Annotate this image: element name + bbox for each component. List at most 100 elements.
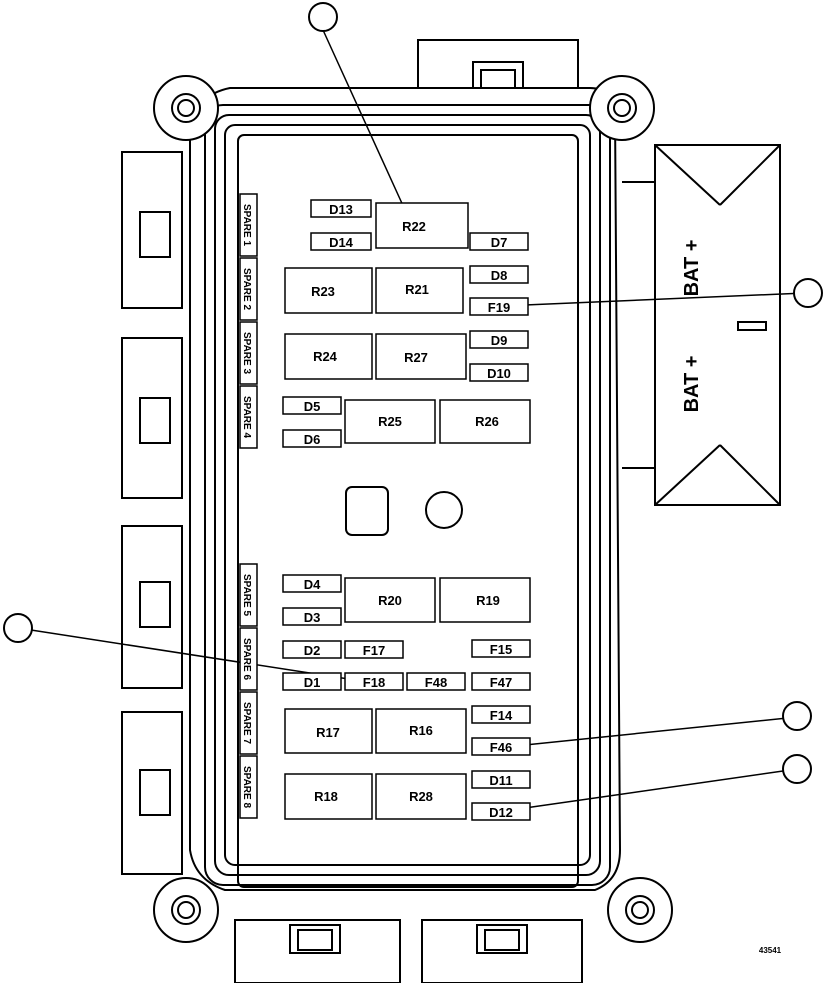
- r23-label: R23: [311, 284, 335, 299]
- r21-label: R21: [405, 282, 429, 297]
- spare-8-label: SPARE 8: [241, 766, 252, 808]
- left-connectors: [121, 151, 183, 875]
- r19-label: R19: [476, 593, 500, 608]
- diode-d11: [471, 770, 531, 789]
- d13-label: D13: [329, 202, 353, 217]
- r20-label: R20: [378, 593, 402, 608]
- spare-slot-2: SPARE 2: [239, 257, 258, 321]
- spare-5-label: SPARE 5: [241, 574, 252, 616]
- diode-d5: [282, 396, 342, 415]
- relay-r18: [284, 773, 373, 820]
- spare-4-label: SPARE 4: [241, 396, 252, 438]
- relay-r17: [284, 708, 373, 754]
- relay-r23: [284, 267, 373, 314]
- d4-label: D4: [304, 577, 321, 592]
- fuse-f15: [471, 639, 531, 658]
- battery-terminal-block: [622, 144, 781, 506]
- spare-slot-4: SPARE 4: [239, 385, 258, 449]
- f19-label: F19: [488, 300, 510, 315]
- spare-slot-6: SPARE 6: [239, 627, 258, 691]
- fuse-f19: [469, 297, 529, 316]
- diode-d1: [282, 672, 342, 691]
- callout-bubble: [782, 701, 812, 731]
- component-labels: D13 D14 D7 D8 F19 D9 D10 D5 D6 D4 D3 D2 …: [304, 202, 513, 820]
- spare-slot-8: SPARE 8: [239, 755, 258, 819]
- r26-label: R26: [475, 414, 499, 429]
- spare-3-label: SPARE 3: [241, 332, 252, 374]
- f18-label: F18: [363, 675, 385, 690]
- d6-label: D6: [304, 432, 321, 447]
- spare-slot-3: SPARE 3: [239, 321, 258, 385]
- diode-d6: [282, 429, 342, 448]
- d2-label: D2: [304, 643, 321, 658]
- battery-labels: BAT + BAT +: [681, 240, 703, 413]
- d3-label: D3: [304, 610, 321, 625]
- bottom-connector-left: [234, 919, 401, 984]
- r27-label: R27: [404, 350, 428, 365]
- diode-d2: [282, 640, 342, 659]
- fuse-f46: [471, 737, 531, 756]
- spare-slot-7: SPARE 7: [239, 691, 258, 755]
- fuse-f14: [471, 705, 531, 724]
- fuse-f17: [344, 640, 404, 659]
- diode-d7: [469, 232, 529, 251]
- f48-label: F48: [425, 675, 447, 690]
- r28-label: R28: [409, 789, 433, 804]
- spare-7-label: SPARE 7: [241, 702, 252, 744]
- callout-bubble: [308, 2, 338, 32]
- callout-bubble: [793, 278, 823, 308]
- r17-label: R17: [316, 725, 340, 740]
- relays: [284, 202, 531, 820]
- relay-r25: [344, 399, 436, 444]
- d7-label: D7: [491, 235, 508, 250]
- r24-label: R24: [313, 349, 338, 364]
- diode-d3: [282, 607, 342, 626]
- r25-label: R25: [378, 414, 402, 429]
- diode-d10: [469, 363, 529, 382]
- diode-d14: [310, 232, 372, 251]
- d10-label: D10: [487, 366, 511, 381]
- relay-r27: [375, 333, 467, 380]
- bat-plus-label-top: BAT +: [681, 240, 703, 297]
- callout-bubbles: [3, 2, 823, 784]
- figure-number: 43541: [759, 946, 782, 955]
- fuse-f48: [406, 672, 466, 691]
- relay-r19: [439, 577, 531, 623]
- diode-d9: [469, 330, 529, 349]
- spare-slot-1: SPARE 1: [239, 193, 258, 257]
- f46-label: F46: [490, 740, 512, 755]
- d9-label: D9: [491, 333, 508, 348]
- r22-label: R22: [402, 219, 426, 234]
- bat-plus-label-bottom: BAT +: [681, 356, 703, 413]
- f14-label: F14: [490, 708, 513, 723]
- small-components: [282, 199, 531, 821]
- d1-label: D1: [304, 675, 321, 690]
- f47-label: F47: [490, 675, 512, 690]
- diode-d8: [469, 265, 529, 284]
- d12-label: D12: [489, 805, 513, 820]
- spare-2-label: SPARE 2: [241, 268, 252, 310]
- diode-d4: [282, 574, 342, 593]
- spare-6-label: SPARE 6: [241, 638, 252, 680]
- r16-label: R16: [409, 723, 433, 738]
- relay-r28: [375, 773, 467, 820]
- d14-label: D14: [329, 235, 354, 250]
- relay-r16: [375, 708, 467, 754]
- diode-d12: [471, 802, 531, 821]
- d5-label: D5: [304, 399, 321, 414]
- relay-r26: [439, 399, 531, 444]
- relay-r22: [375, 202, 469, 249]
- spare-slot-5: SPARE 5: [239, 563, 258, 627]
- d11-label: D11: [489, 773, 512, 788]
- spare-slots: SPARE 1 SPARE 2 SPARE 3 SPARE 4 SPARE 5 …: [239, 193, 258, 819]
- callout-bubble: [782, 754, 812, 784]
- spare-1-label: SPARE 1: [241, 204, 252, 246]
- callout-bubble: [3, 613, 33, 643]
- fuse-f47: [471, 672, 531, 691]
- diode-d13: [310, 199, 372, 218]
- fuse-f18: [344, 672, 404, 691]
- bottom-connector-right: [421, 919, 583, 984]
- relay-r24: [284, 333, 373, 380]
